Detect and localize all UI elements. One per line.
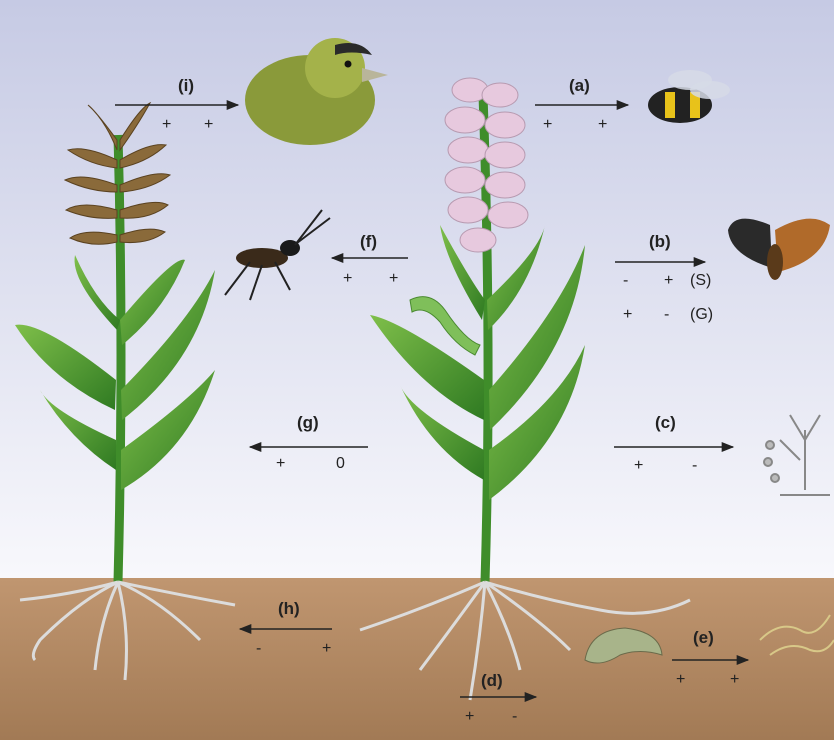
sign-c-1: + xyxy=(634,457,643,475)
label-f: (f) xyxy=(360,232,377,252)
sign-d-2: - xyxy=(512,708,517,726)
sign-d-1: + xyxy=(465,708,474,726)
label-g: (g) xyxy=(297,413,319,433)
sign-b-2: + xyxy=(664,272,673,290)
sign-i-1: + xyxy=(162,116,171,134)
sign-e-2: + xyxy=(730,671,739,689)
label-e: (e) xyxy=(693,628,714,648)
label-i: (i) xyxy=(178,76,194,96)
sign-a-2: + xyxy=(598,116,607,134)
sign-f-1: + xyxy=(343,270,352,288)
label-b: (b) xyxy=(649,232,671,252)
left-stem xyxy=(118,135,121,582)
sign-g-2: 0 xyxy=(336,455,345,473)
sign-a-1: + xyxy=(543,116,552,134)
label-d: (d) xyxy=(481,671,503,691)
sign-h-2: + xyxy=(322,640,331,658)
tag-b-s: (S) xyxy=(690,272,711,290)
label-c: (c) xyxy=(655,413,676,433)
label-h: (h) xyxy=(278,599,300,619)
tag-b-g: (G) xyxy=(690,306,713,324)
sign-h-1: - xyxy=(256,640,261,658)
sign-e-1: + xyxy=(676,671,685,689)
sign-b-1: - xyxy=(623,272,628,290)
right-stem xyxy=(483,95,488,582)
sign-c-2: - xyxy=(692,457,697,475)
sign-b-4: - xyxy=(664,306,669,324)
label-a: (a) xyxy=(569,76,590,96)
sign-g-1: + xyxy=(276,455,285,473)
sign-b-3: + xyxy=(623,306,632,324)
sign-f-2: + xyxy=(389,270,398,288)
sign-i-2: + xyxy=(204,116,213,134)
